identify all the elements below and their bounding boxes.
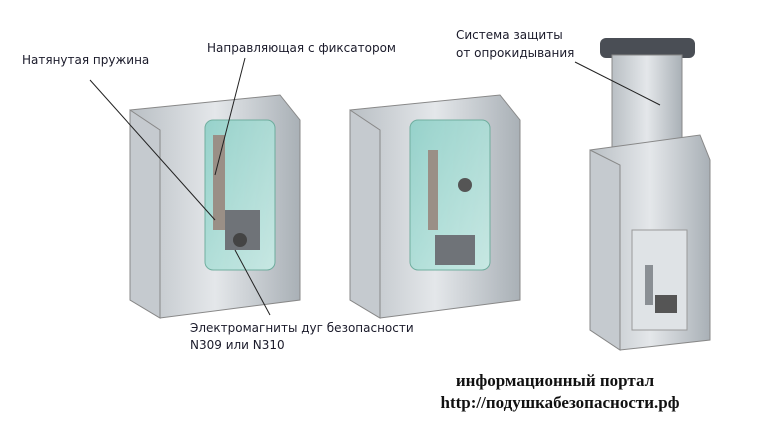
label-magnets-line1: Электромагниты дуг безопасности <box>190 321 414 335</box>
watermark-line1: информационный портал <box>455 371 655 390</box>
label-guide: Направляющая с фиксатором <box>207 41 396 55</box>
label-magnets-line2: N309 или N310 <box>190 338 285 352</box>
mechanism-unit-2 <box>349 94 521 319</box>
leader-lines <box>89 57 661 316</box>
mechanism-unit-3 <box>589 38 711 351</box>
mechanism-unit-1 <box>129 94 301 319</box>
watermark-line2: http://подушкабезопасности.рф <box>440 393 680 412</box>
label-system-line1: Система защиты <box>456 28 563 42</box>
label-spring: Натянутая пружина <box>22 53 150 67</box>
label-system-line2: от опрокидывания <box>456 46 575 60</box>
